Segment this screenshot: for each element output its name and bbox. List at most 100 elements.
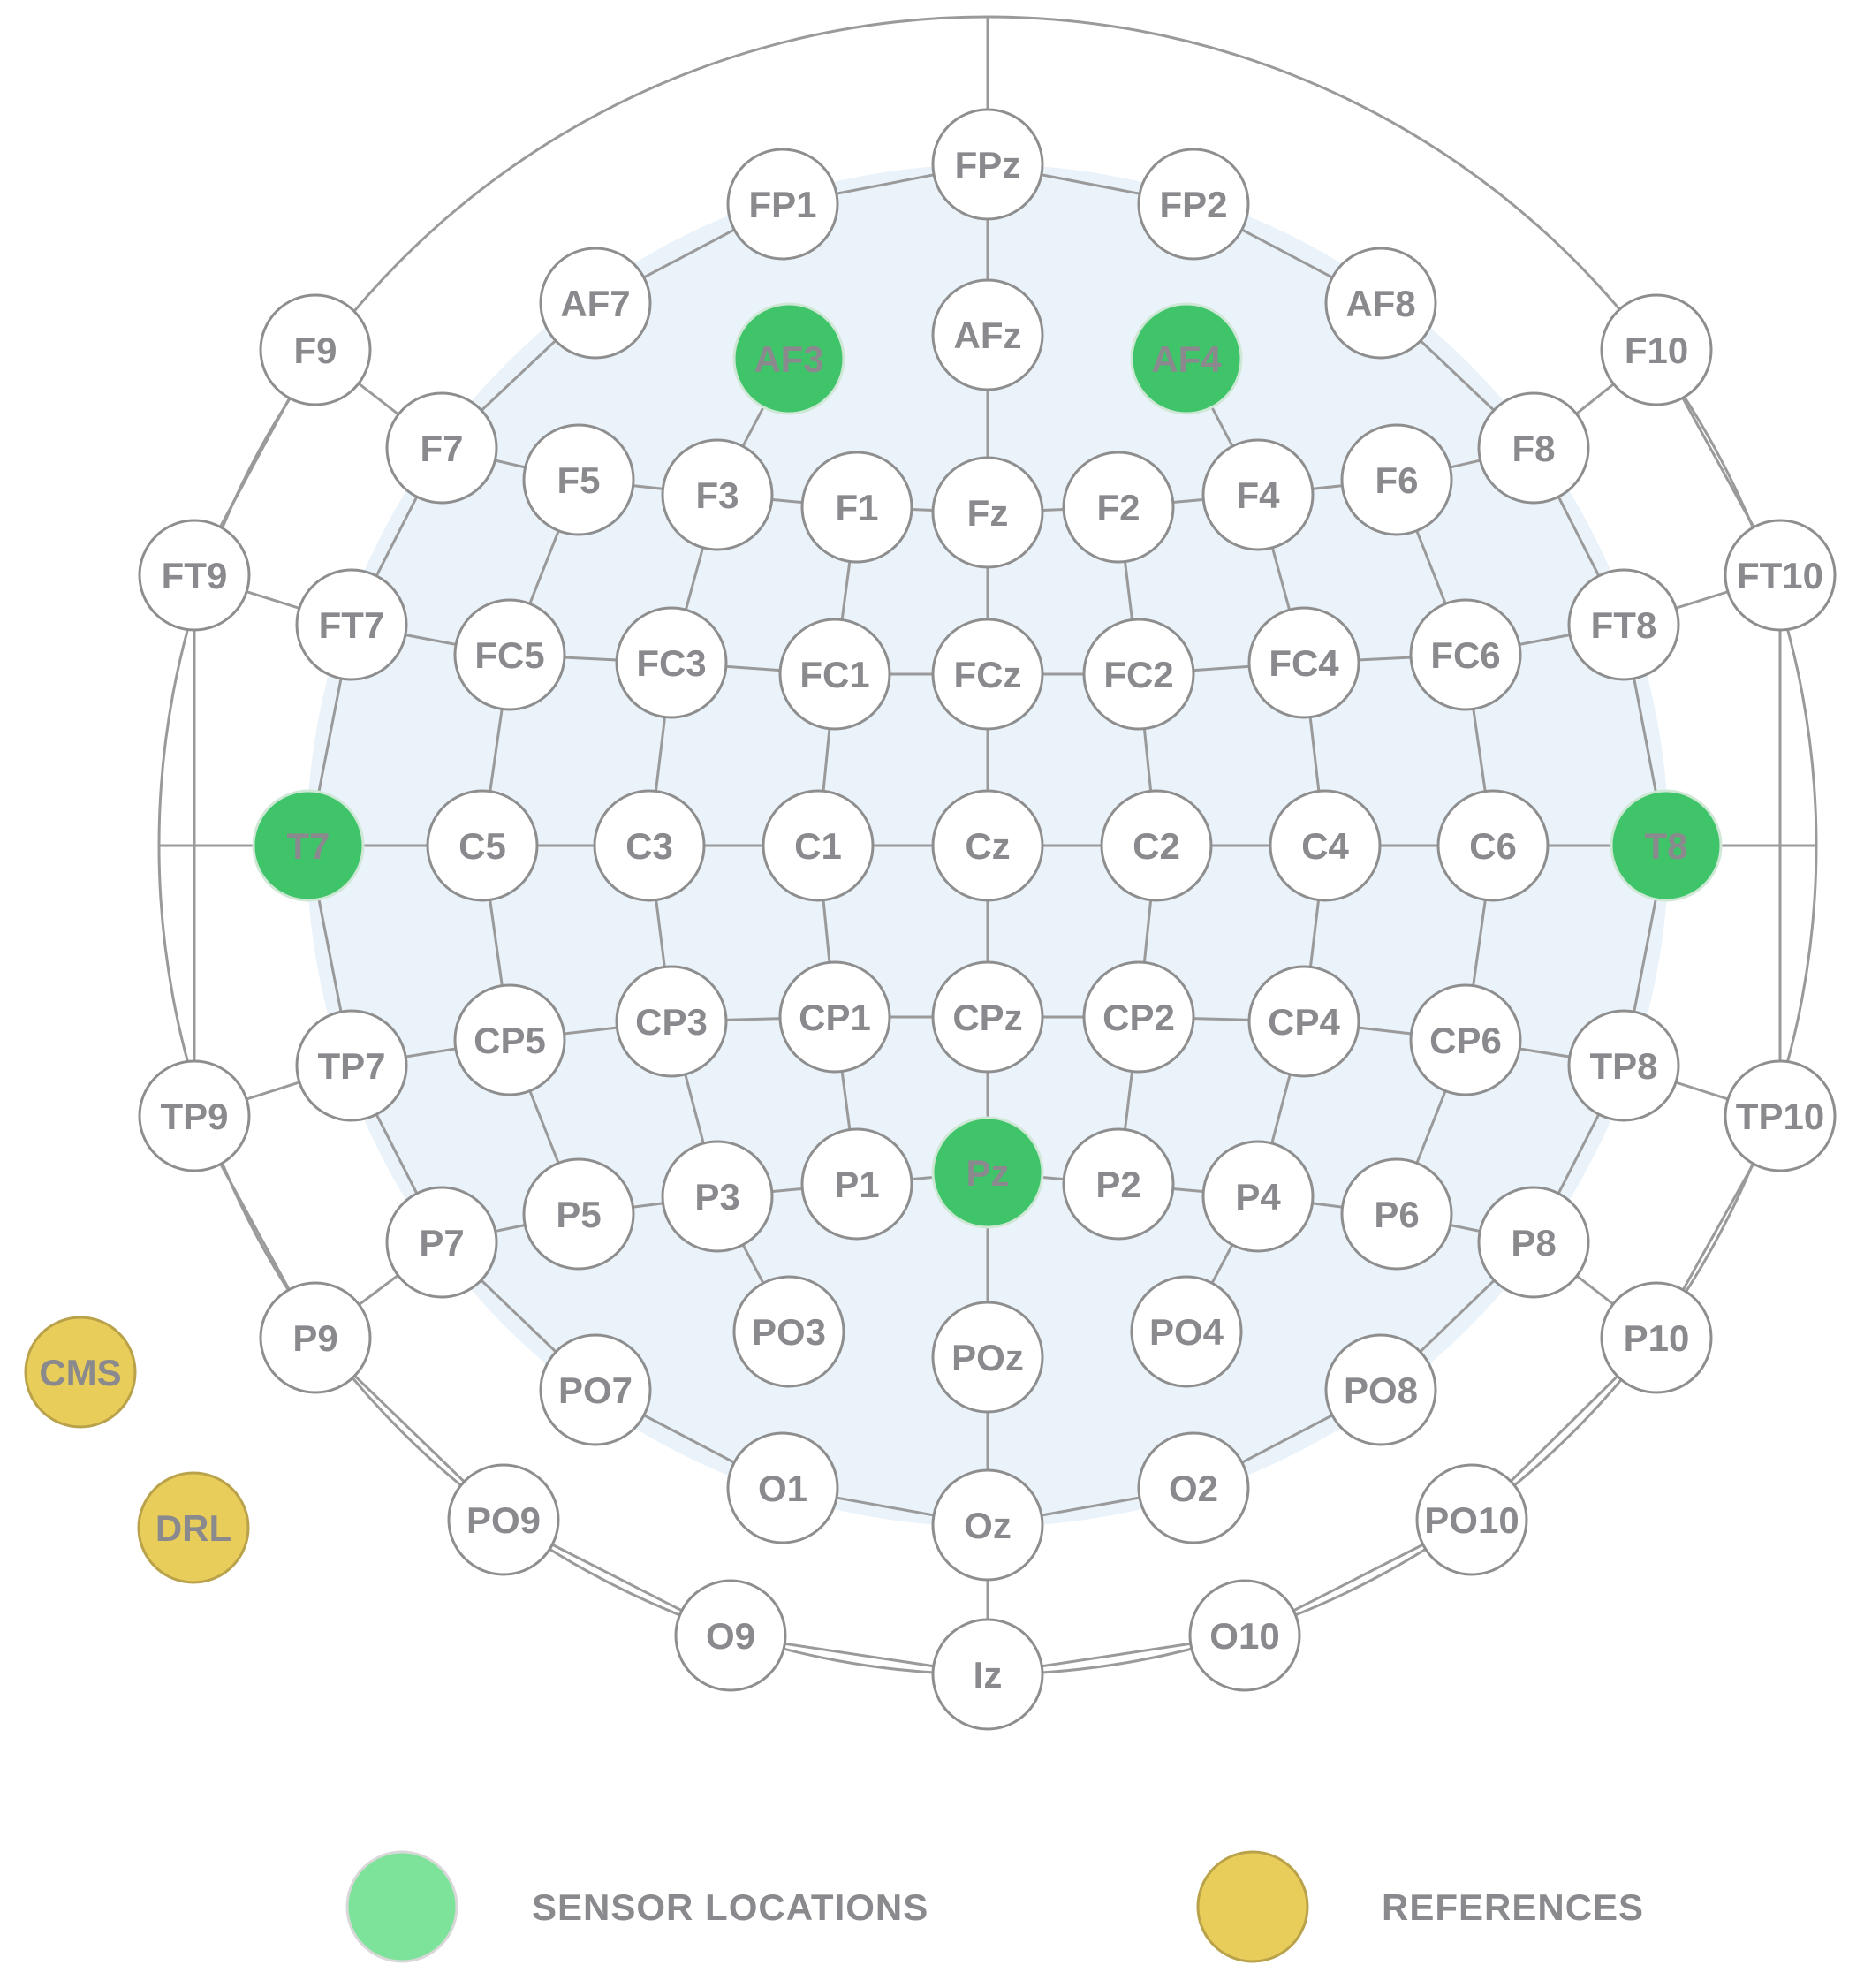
electrode-label-FPz: FPz — [955, 144, 1021, 186]
electrode-label-FT8: FT8 — [1591, 604, 1657, 646]
electrode-label-P7: P7 — [419, 1222, 464, 1263]
electrode-F9: F9 — [259, 293, 372, 406]
electrode-label-FC6: FC6 — [1430, 634, 1500, 676]
electrode-Cz: Cz — [931, 789, 1044, 902]
electrode-label-FP2: FP2 — [1159, 184, 1227, 225]
electrode-marker-CP1 — [778, 960, 891, 1074]
electrode-marker-F3 — [661, 438, 774, 551]
electrode-CP5: CP5 — [453, 983, 566, 1096]
electrode-label-PO3: PO3 — [752, 1311, 826, 1353]
electrode-P10: P10 — [1600, 1281, 1713, 1394]
electrode-Pz: Pz — [931, 1116, 1044, 1229]
electrode-label-C2: C2 — [1133, 825, 1180, 867]
electrode-label-P3: P3 — [694, 1176, 739, 1218]
electrode-marker-C5 — [426, 789, 539, 902]
electrode-F2: F2 — [1062, 451, 1175, 564]
electrode-marker-PO10 — [1415, 1463, 1528, 1576]
electrode-FPz: FPz — [931, 108, 1044, 221]
electrode-marker-F8 — [1477, 391, 1590, 505]
electrode-PO4: PO4 — [1130, 1275, 1243, 1388]
electrode-marker-C4 — [1269, 789, 1382, 902]
electrode-marker-F5 — [522, 423, 635, 536]
electrode-marker-CP3 — [615, 965, 728, 1078]
electrode-label-Pz: Pz — [966, 1152, 1009, 1194]
electrode-AF4: AF4 — [1130, 302, 1243, 415]
electrode-FC2: FC2 — [1082, 618, 1195, 731]
electrode-marker-FCz — [931, 618, 1044, 731]
electrode-T8: T8 — [1610, 789, 1723, 902]
electrode-PO9: PO9 — [447, 1463, 560, 1576]
electrode-FC1: FC1 — [778, 618, 891, 731]
electrode-marker-PO9 — [447, 1463, 560, 1576]
electrode-marker-P9 — [259, 1281, 372, 1394]
electrode-marker-P1 — [800, 1127, 913, 1241]
electrode-label-C5: C5 — [458, 825, 506, 867]
electrode-label-P1: P1 — [834, 1164, 879, 1205]
electrode-label-F3: F3 — [695, 474, 739, 516]
electrode-PO3: PO3 — [732, 1275, 845, 1388]
legend-reference-label: REFERENCES — [1382, 1886, 1644, 1928]
electrode-P5: P5 — [522, 1157, 635, 1271]
electrode-marker-P2 — [1062, 1127, 1175, 1241]
electrode-P4: P4 — [1201, 1140, 1315, 1253]
electrode-label-C6: C6 — [1469, 825, 1517, 867]
electrode-marker-TP8 — [1567, 1009, 1680, 1122]
electrode-label-CP2: CP2 — [1102, 997, 1175, 1038]
electrode-O10: O10 — [1188, 1579, 1301, 1692]
electrode-marker-AF7 — [539, 247, 652, 360]
electrode-label-CP1: CP1 — [799, 997, 871, 1038]
electrode-label-Cz: Cz — [965, 825, 1010, 867]
electrode-label-F7: F7 — [420, 428, 463, 469]
electrode-FP2: FP2 — [1137, 148, 1250, 261]
electrode-marker-POz — [931, 1301, 1044, 1414]
electrode-marker-F6 — [1340, 423, 1453, 536]
electrode-marker-AF3 — [732, 302, 845, 415]
electrode-label-P9: P9 — [292, 1317, 337, 1359]
electrode-marker-P8 — [1477, 1186, 1590, 1299]
electrode-label-F10: F10 — [1625, 330, 1688, 371]
electrode-PO10: PO10 — [1415, 1463, 1528, 1576]
electrode-marker-FC6 — [1409, 598, 1522, 711]
electrode-label-CP3: CP3 — [635, 1001, 708, 1043]
electrode-label-TP10: TP10 — [1736, 1096, 1824, 1137]
electrode-marker-FT7 — [295, 568, 408, 681]
electrode-label-Iz: Iz — [974, 1654, 1003, 1696]
electrode-O2: O2 — [1137, 1431, 1250, 1544]
legend-reference-swatch — [1196, 1850, 1309, 1963]
electrode-marker-FC1 — [778, 618, 891, 731]
electrode-label-FCz: FCz — [954, 654, 1022, 695]
electrode-F8: F8 — [1477, 391, 1590, 505]
electrode-P6: P6 — [1340, 1157, 1453, 1271]
electrode-label-AF7: AF7 — [560, 283, 630, 324]
electrode-marker-C3 — [593, 789, 706, 902]
electrode-label-FC4: FC4 — [1269, 642, 1339, 684]
electrode-label-F4: F4 — [1236, 474, 1280, 516]
electrode-P9: P9 — [259, 1281, 372, 1394]
electrode-F10: F10 — [1600, 293, 1713, 406]
electrode-marker-AFz — [931, 278, 1044, 391]
electrode-label-P10: P10 — [1624, 1317, 1690, 1359]
electrode-marker-FPz — [931, 108, 1044, 221]
electrode-marker-Cz — [931, 789, 1044, 902]
electrode-marker-P6 — [1340, 1157, 1453, 1271]
electrode-label-F2: F2 — [1096, 487, 1140, 528]
electrode-marker-F9 — [259, 293, 372, 406]
legend: SENSOR LOCATIONS REFERENCES — [345, 1850, 1644, 1963]
electrode-label-C1: C1 — [794, 825, 842, 867]
electrode-label-FP1: FP1 — [748, 184, 816, 225]
electrode-marker-CP5 — [453, 983, 566, 1096]
electrode-FT7: FT7 — [295, 568, 408, 681]
electrode-marker-FC4 — [1247, 606, 1360, 719]
electrode-label-T8: T8 — [1644, 825, 1687, 867]
electrode-marker-AF4 — [1130, 302, 1243, 415]
electrode-FC6: FC6 — [1409, 598, 1522, 711]
electrode-P1: P1 — [800, 1127, 913, 1241]
electrode-marker-FT8 — [1567, 568, 1680, 681]
electrode-C2: C2 — [1100, 789, 1213, 902]
electrode-label-TP7: TP7 — [317, 1045, 385, 1087]
electrode-marker-FT10 — [1724, 519, 1837, 632]
electrode-marker-DRL — [137, 1471, 250, 1584]
electrode-label-P2: P2 — [1095, 1164, 1140, 1205]
electrode-C6: C6 — [1436, 789, 1550, 902]
